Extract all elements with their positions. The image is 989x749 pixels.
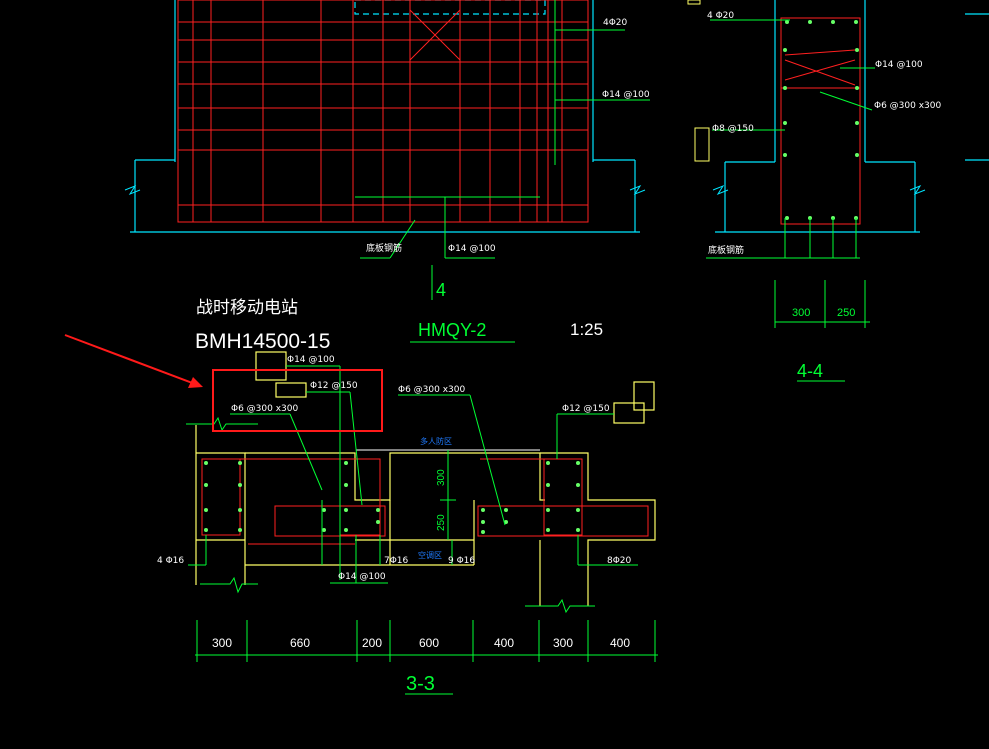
section-3-3: Φ14 @100 Φ12 @150 Φ6 @300 x300 Φ6 @300 x… xyxy=(157,351,658,695)
project-cn-title: 战时移动电站 xyxy=(196,298,298,317)
label-4-4-phi14: Φ14 @100 xyxy=(875,60,923,70)
dim-6: 400 xyxy=(610,636,630,650)
dim-2: 200 xyxy=(362,636,382,650)
dim-0: 300 xyxy=(212,636,232,650)
label-7phi16: 7Φ16 xyxy=(384,556,409,566)
top-right-section-4-4: 4 Φ20 Φ14 @100 Φ6 @300 x300 Φ8 @150 底板钢筋… xyxy=(687,0,989,382)
label-phi14-100-b: Φ14 @100 xyxy=(448,244,496,254)
label-4-4-phi6: Φ6 @300 x300 xyxy=(874,101,941,111)
highlight-box xyxy=(212,369,383,432)
dim-1: 660 xyxy=(290,636,310,650)
blue-zone-bottom: 空调区 xyxy=(418,550,442,560)
label-phi14-100-top: Φ14 @100 xyxy=(287,355,335,365)
dim-4-4-300: 300 xyxy=(792,307,810,319)
label-phi14-100: Φ14 @100 xyxy=(602,90,650,100)
label-phi6-mid: Φ6 @300 x300 xyxy=(398,385,465,395)
label-4-4-phi8: Φ8 @150 xyxy=(712,124,754,134)
label-bottom-bars: 底板钢筋 xyxy=(366,242,402,254)
top-left-elevation: 4Φ20 Φ14 @100 底板钢筋 Φ14 @100 4 xyxy=(124,0,650,300)
vdim-300: 300 xyxy=(436,469,447,486)
rebar-dots-4-4 xyxy=(783,20,859,220)
section-title-3-3: 3-3 xyxy=(406,673,435,695)
drawing-scale: 1:25 xyxy=(570,320,603,339)
label-phi6-left: Φ6 @300 x300 xyxy=(231,404,298,414)
dim-4-4-250: 250 xyxy=(837,307,855,319)
label-9phi16: 9 Φ16 xyxy=(448,556,475,566)
dim-3: 600 xyxy=(419,636,439,650)
dim-4: 400 xyxy=(494,636,514,650)
dim-5: 300 xyxy=(553,636,573,650)
label-4-4-4phi20: 4 Φ20 xyxy=(707,11,734,21)
section-mark: 4 xyxy=(436,280,446,300)
label-phi12-150-b: Φ12 @150 xyxy=(562,404,610,414)
project-code: BMH14500-15 xyxy=(195,330,330,353)
label-4phi16: 4 Φ16 xyxy=(157,556,184,566)
label-8phi20: 8Φ20 xyxy=(607,556,632,566)
vdim-250: 250 xyxy=(436,514,447,531)
section-title-4-4: 4-4 xyxy=(797,361,823,381)
label-phi14-100-bot: Φ14 @100 xyxy=(338,572,386,582)
label-4phi20: 4Φ20 xyxy=(603,18,628,28)
annotation-arrow xyxy=(64,334,203,388)
rebar-dots-3-3 xyxy=(204,461,580,534)
drawing-code: HMQY-2 xyxy=(418,320,486,340)
blue-zone-top: 多人防区 xyxy=(420,436,452,446)
label-4-4-bottom-bars: 底板钢筋 xyxy=(708,244,744,256)
label-phi12-150-a: Φ12 @150 xyxy=(310,381,358,391)
